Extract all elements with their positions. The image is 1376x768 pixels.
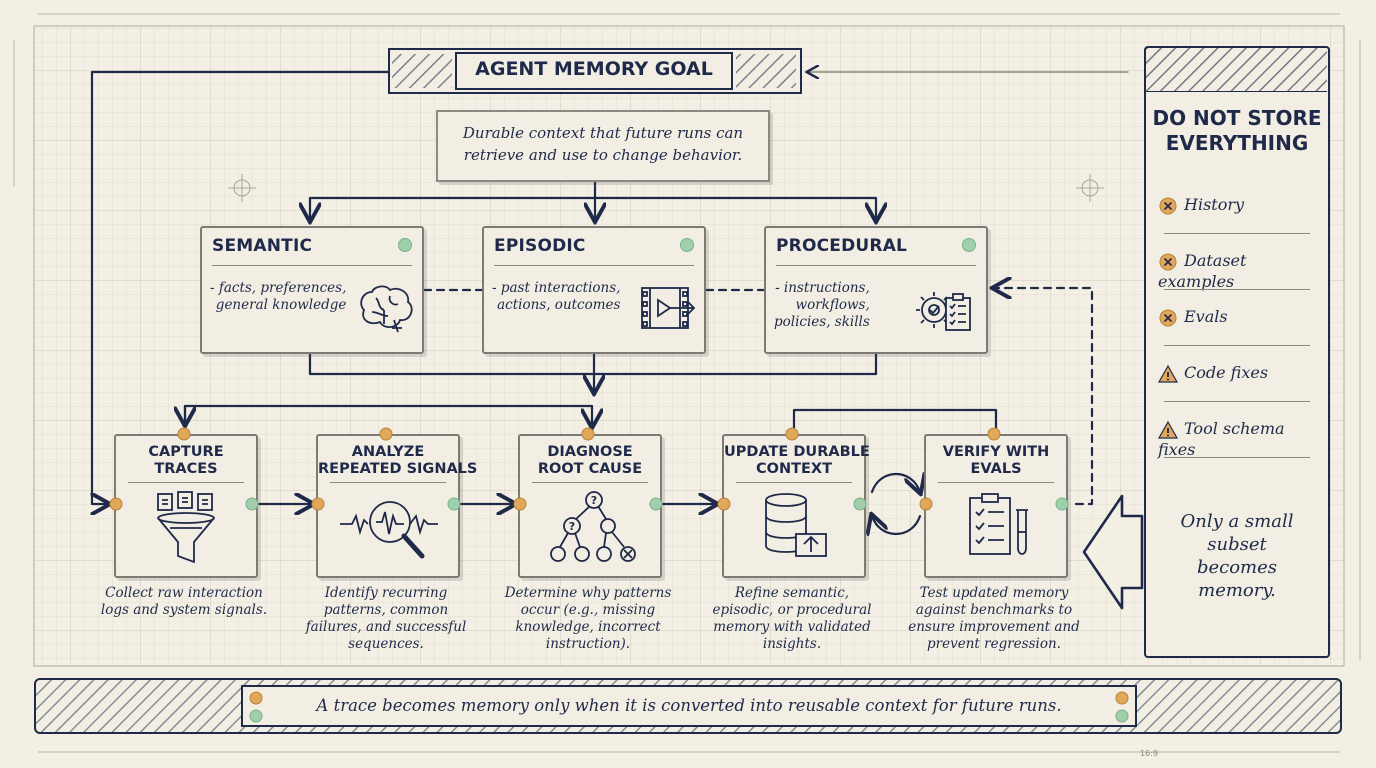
divider xyxy=(1164,457,1310,458)
excluded-item-label: Evals xyxy=(1184,307,1228,326)
orange-dot xyxy=(987,427,1001,441)
svg-text:?: ? xyxy=(591,494,597,507)
divider xyxy=(1164,289,1310,290)
orange-dot xyxy=(513,497,527,511)
panel-title: DO NOT STORE EVERYTHING xyxy=(1152,106,1322,155)
footer-hatch xyxy=(36,680,1340,732)
orange-dot xyxy=(311,497,325,511)
divider xyxy=(1164,345,1310,346)
status-dot xyxy=(962,238,976,252)
x-circle-icon xyxy=(1159,309,1177,326)
footer-text: A trace becomes memory only when it is c… xyxy=(316,696,1062,715)
funnel-icon xyxy=(157,491,215,564)
stage-title: DIAGNOSE ROOT CAUSE xyxy=(537,444,643,477)
stage-title: CAPTURE TRACES xyxy=(148,444,224,477)
film-icon xyxy=(641,287,696,329)
memory-card-title: EPISODIC xyxy=(494,236,586,256)
panel-note: Only a small subset becomes memory. xyxy=(1180,511,1294,601)
stage-description: Refine semantic, episodic, or procedural… xyxy=(712,585,872,652)
stage-description: Test updated memory against benchmarks t… xyxy=(908,585,1080,652)
svg-text:?: ? xyxy=(569,520,575,533)
clipboard-testtube-icon xyxy=(969,493,1028,555)
divider xyxy=(1164,401,1310,402)
memory-card-semantic: SEMANTIC - facts, preferences, general k… xyxy=(200,226,424,354)
divider xyxy=(330,482,446,483)
excluded-item: Tool schema fixes xyxy=(1158,419,1318,459)
excluded-item: Evals xyxy=(1158,307,1318,328)
memory-card-description: - past interactions, actions, outcomes xyxy=(492,280,621,313)
green-dot xyxy=(245,497,259,511)
divider xyxy=(1164,233,1310,234)
memory-card-procedural: PROCEDURAL - instructions, workflows, po… xyxy=(764,226,988,354)
goal-definition-text: Durable context that future runs can ret… xyxy=(462,124,744,164)
memory-card-description: - instructions, workflows, policies, ski… xyxy=(774,280,870,330)
stage-title: UPDATE DURABLE CONTEXT xyxy=(724,444,870,477)
divider xyxy=(128,482,244,483)
stage-description: Collect raw interaction logs and system … xyxy=(100,585,268,618)
divider xyxy=(212,265,412,266)
do-not-store-panel: DO NOT STORE EVERYTHING Only a small sub… xyxy=(1144,46,1330,658)
orange-dot xyxy=(581,427,595,441)
stage-title: ANALYZE REPEATED SIGNALS xyxy=(318,444,478,477)
orange-dot xyxy=(379,427,393,441)
footer-banner: A trace becomes memory only when it is c… xyxy=(34,678,1342,734)
green-dot xyxy=(1115,709,1129,723)
excluded-item-label: History xyxy=(1184,195,1245,214)
orange-dot xyxy=(717,497,731,511)
goal-title: AGENT MEMORY GOAL xyxy=(475,58,713,80)
excluded-item: Code fixes xyxy=(1158,363,1318,384)
orange-dot xyxy=(249,691,263,705)
memory-card-description: - facts, preferences, general knowledge xyxy=(210,280,347,313)
stage-description: Determine why patterns occur (e.g., miss… xyxy=(504,585,672,652)
green-dot xyxy=(649,497,663,511)
orange-dot xyxy=(177,427,191,441)
divider xyxy=(776,265,976,266)
status-dot xyxy=(398,238,412,252)
green-dot xyxy=(1055,497,1069,511)
green-dot xyxy=(853,497,867,511)
divider xyxy=(532,482,648,483)
database-upload-icon xyxy=(765,493,827,557)
x-circle-icon xyxy=(1159,253,1177,270)
status-dot xyxy=(680,238,694,252)
green-dot xyxy=(249,709,263,723)
orange-dot xyxy=(1115,691,1129,705)
orange-dot xyxy=(785,427,799,441)
aspect-label: 16:9 xyxy=(1140,749,1158,758)
stage-description: Identify recurring patterns, common fail… xyxy=(305,585,467,652)
memory-card-episodic: EPISODIC - past interactions, actions, o… xyxy=(482,226,706,354)
goal-banner-hatch xyxy=(392,52,796,90)
stage-diagnose-root-cause: DIAGNOSE ROOT CAUSE ? ? xyxy=(518,434,662,578)
big-left-arrow xyxy=(1082,494,1144,610)
excluded-item-label: Tool schema fixes xyxy=(1158,419,1285,459)
green-dot xyxy=(447,497,461,511)
orange-dot xyxy=(919,497,933,511)
memory-card-title: PROCEDURAL xyxy=(776,236,908,256)
goal-banner: AGENT MEMORY GOAL xyxy=(388,48,802,94)
goal-definition-note: Durable context that future runs can ret… xyxy=(436,110,770,182)
decision-tree-icon: ? ? xyxy=(550,491,636,562)
divider xyxy=(938,482,1054,483)
magnifier-signal-icon xyxy=(340,501,438,559)
stage-analyze-signals: ANALYZE REPEATED SIGNALS xyxy=(316,434,478,578)
warning-icon xyxy=(1158,420,1178,439)
divider xyxy=(494,265,694,266)
divider xyxy=(736,482,852,483)
stage-title: VERIFY WITH EVALS xyxy=(942,444,1050,477)
excluded-item: Dataset examples xyxy=(1158,251,1318,291)
gear-checklist-icon xyxy=(916,292,971,331)
excluded-item-label: Code fixes xyxy=(1184,363,1269,382)
x-circle-icon xyxy=(1159,197,1177,214)
excluded-item: History xyxy=(1158,195,1318,216)
excluded-item-label: Dataset examples xyxy=(1158,251,1247,291)
memory-card-title: SEMANTIC xyxy=(212,236,313,256)
brain-icon xyxy=(360,285,413,333)
warning-icon xyxy=(1158,364,1178,383)
panel-hatch-header xyxy=(1146,48,1327,92)
orange-dot xyxy=(109,497,123,511)
